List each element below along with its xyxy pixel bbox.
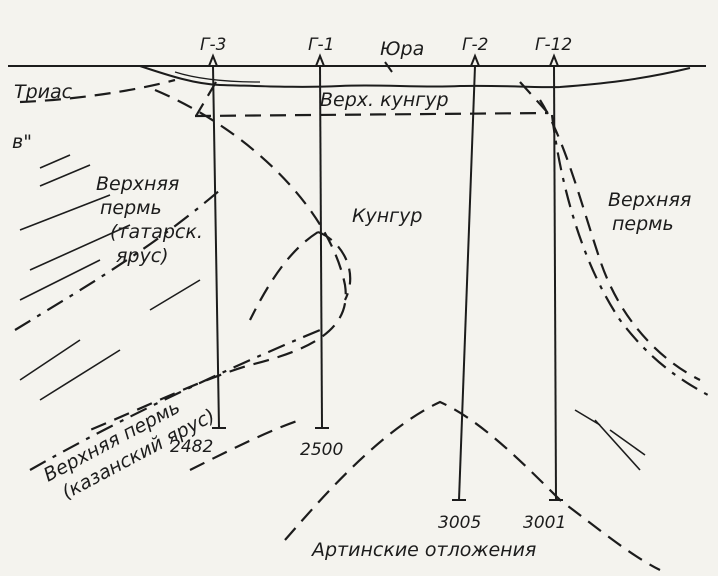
well-g3-bore bbox=[212, 65, 220, 429]
kazan-lower-dashed bbox=[189, 418, 301, 471]
well-g12-label: Г-12 bbox=[535, 35, 572, 55]
label-upper-perm-right-1: Верхняя bbox=[608, 189, 691, 211]
well-g3: Г-3 2482 bbox=[170, 35, 226, 457]
well-g1-bore bbox=[319, 65, 323, 429]
label-upper-perm-tatar-1: Верхняя bbox=[96, 173, 179, 195]
label-verkh-kungur: Верх. кунгур bbox=[320, 89, 449, 111]
well-g1-label: Г-1 bbox=[308, 35, 334, 55]
well-g12-marker-icon bbox=[548, 53, 560, 67]
well-g3-depth: 2482 bbox=[170, 437, 213, 457]
upper-kungur-right bbox=[519, 81, 549, 114]
hatch-group-right bbox=[574, 409, 646, 471]
label-upper-perm-tatar-4: ярус) bbox=[116, 245, 169, 267]
label-upper-perm-tatar-2: пермь bbox=[100, 197, 162, 219]
well-g2-depth: 3005 bbox=[438, 513, 481, 533]
jura-base-line bbox=[139, 65, 691, 89]
trias-boundary bbox=[19, 78, 176, 104]
well-g1: Г-1 2500 bbox=[300, 35, 343, 460]
upper-kungur-base bbox=[194, 111, 549, 118]
well-g2-label: Г-2 bbox=[462, 35, 488, 55]
label-jura: Юра bbox=[380, 38, 424, 60]
label-upper-perm-tatar-3: (татарск. bbox=[110, 221, 203, 243]
kungur-left-boundary bbox=[89, 88, 347, 432]
well-g3-marker-icon bbox=[207, 53, 219, 67]
inner-lens bbox=[317, 230, 352, 301]
well-g2-bore bbox=[458, 65, 476, 501]
jura-wave-detail bbox=[174, 71, 261, 83]
well-g1-depth: 2500 bbox=[300, 440, 343, 460]
label-v-mark: в" bbox=[12, 131, 32, 153]
jura-pointer bbox=[384, 61, 393, 73]
left-dashdot-2 bbox=[29, 328, 321, 471]
well-g2: Г-2 3005 bbox=[438, 35, 488, 533]
label-kungur: Кунгур bbox=[352, 205, 422, 227]
well-g3-label: Г-3 bbox=[200, 35, 226, 55]
right-dashdot-line bbox=[550, 114, 709, 396]
well-g1-marker-icon bbox=[314, 53, 326, 67]
well-g12: Г-12 3001 bbox=[523, 35, 572, 533]
hatch-group-left bbox=[19, 154, 201, 401]
kungur-right-boundary bbox=[539, 99, 701, 381]
left-dashdot-1 bbox=[14, 189, 221, 331]
artinsk-top bbox=[284, 400, 661, 571]
label-trias: Триас bbox=[14, 81, 73, 103]
well-g12-bore bbox=[553, 65, 557, 501]
well-g2-marker-icon bbox=[469, 53, 481, 67]
well-g12-depth: 3001 bbox=[523, 513, 566, 533]
label-artinsk: Артинские отложения bbox=[310, 539, 536, 561]
tatar-kazan-boundary bbox=[249, 231, 319, 321]
label-upper-perm-right-2: пермь bbox=[612, 213, 674, 235]
